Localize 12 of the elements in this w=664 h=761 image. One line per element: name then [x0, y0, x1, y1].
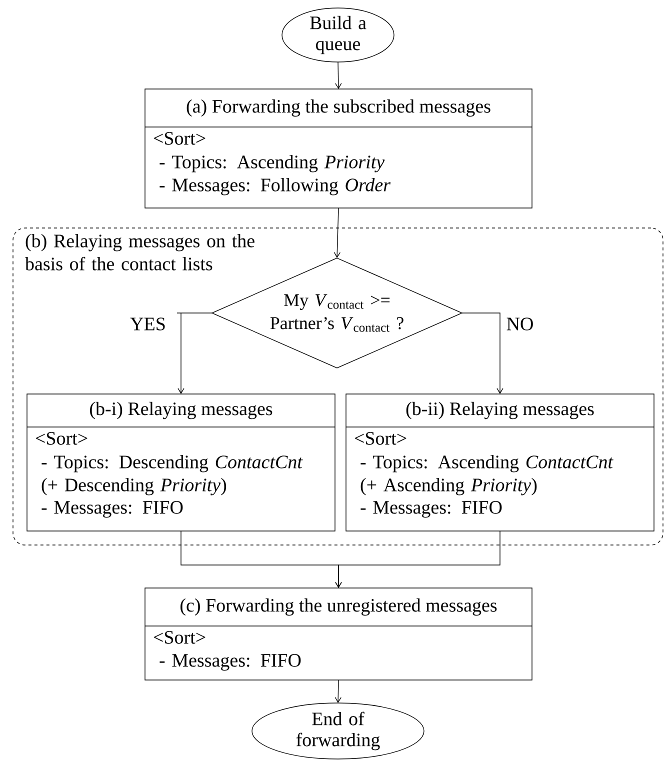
process-box: (b-i) Relaying messages <Sort> - Topics: Descending ContactCnt (+ Descending Priority) - Messages: FIFO [26, 394, 336, 532]
edge-label: YES [129, 316, 167, 332]
arrow [335, 530, 500, 588]
arrow [462, 312, 504, 394]
arrow [335, 62, 342, 90]
process-box: (a) Forwarding the subscribed messages <Sort> - Topics: Ascending Priority - Messages: Following Order [144, 88, 532, 208]
arrow [176, 312, 212, 394]
process-box: (b-ii) Relaying messages <Sort> - Topics: Ascending ContactCnt (+ Ascending Priority) - Messages: FIFO [346, 394, 654, 532]
edge-label: NO [505, 316, 535, 332]
arrow [334, 208, 341, 258]
process-box: (c) Forwarding the unregistered messages <Sort> - Messages: FIFO [144, 588, 532, 680]
arrow [334, 680, 342, 703]
